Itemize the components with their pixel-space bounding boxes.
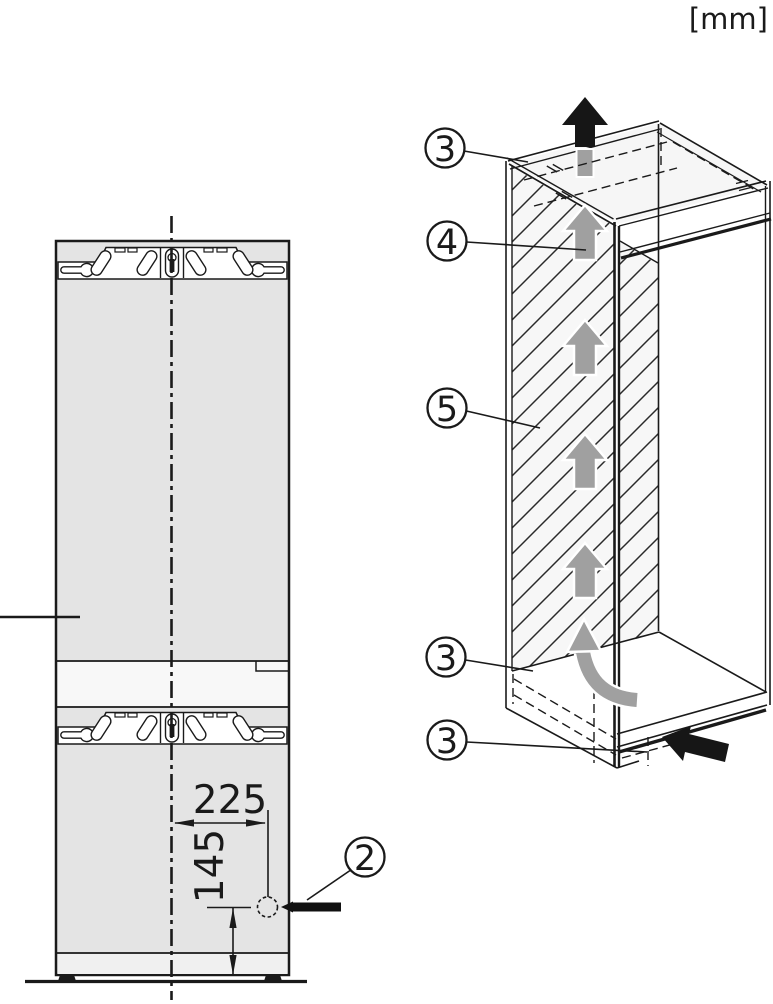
unit-label: [mm]: [689, 2, 768, 36]
dimension-width: 225: [174, 778, 269, 897]
callout-3-top: 3: [424, 127, 529, 170]
door-gap-step: [255, 661, 289, 672]
svg-text:2: 2: [354, 839, 376, 879]
appliance-front-view: 225 145 2: [0, 216, 386, 1000]
callout-4: 4: [426, 220, 587, 263]
foot-left: [58, 975, 76, 981]
svg-text:5: 5: [436, 390, 458, 430]
airflow-arrow-icon: [560, 203, 610, 262]
airflow-curve-arrow-icon: [576, 650, 638, 707]
pointer-arrow: [281, 901, 293, 913]
callout-5: 5: [426, 387, 541, 430]
dim-height-label: 145: [188, 829, 233, 903]
callout-2: 2: [306, 836, 386, 901]
exhaust-arrow-icon: [562, 97, 608, 147]
side-panel-hatched: [512, 167, 658, 671]
dim-width-label: 225: [193, 778, 267, 823]
callout-3-plinth: 3: [426, 719, 648, 762]
hidden-edge-ticks: [546, 163, 752, 200]
callout-3-bottom: 3: [425, 636, 534, 679]
airflow-arrow-icon: [560, 432, 610, 491]
airflow-arrow-icon: [560, 318, 610, 377]
dimension-height: 145: [188, 829, 251, 975]
niche-isometric-view: 3 4 5 3 3: [424, 97, 772, 769]
pointer-bar: [293, 902, 341, 912]
svg-text:4: 4: [436, 223, 458, 263]
airflow-arrow-icon: [560, 541, 610, 600]
svg-text:3: 3: [435, 639, 457, 679]
airflow-arrows: [560, 203, 729, 762]
exhaust-arrow-shaft: [575, 148, 595, 178]
intake-arrow-icon: [662, 726, 729, 762]
svg-text:3: 3: [436, 722, 458, 762]
svg-text:3: 3: [434, 130, 456, 170]
foot-right: [264, 975, 282, 981]
hidden-edges-top: [523, 128, 758, 207]
drill-point-circle: [256, 896, 279, 918]
